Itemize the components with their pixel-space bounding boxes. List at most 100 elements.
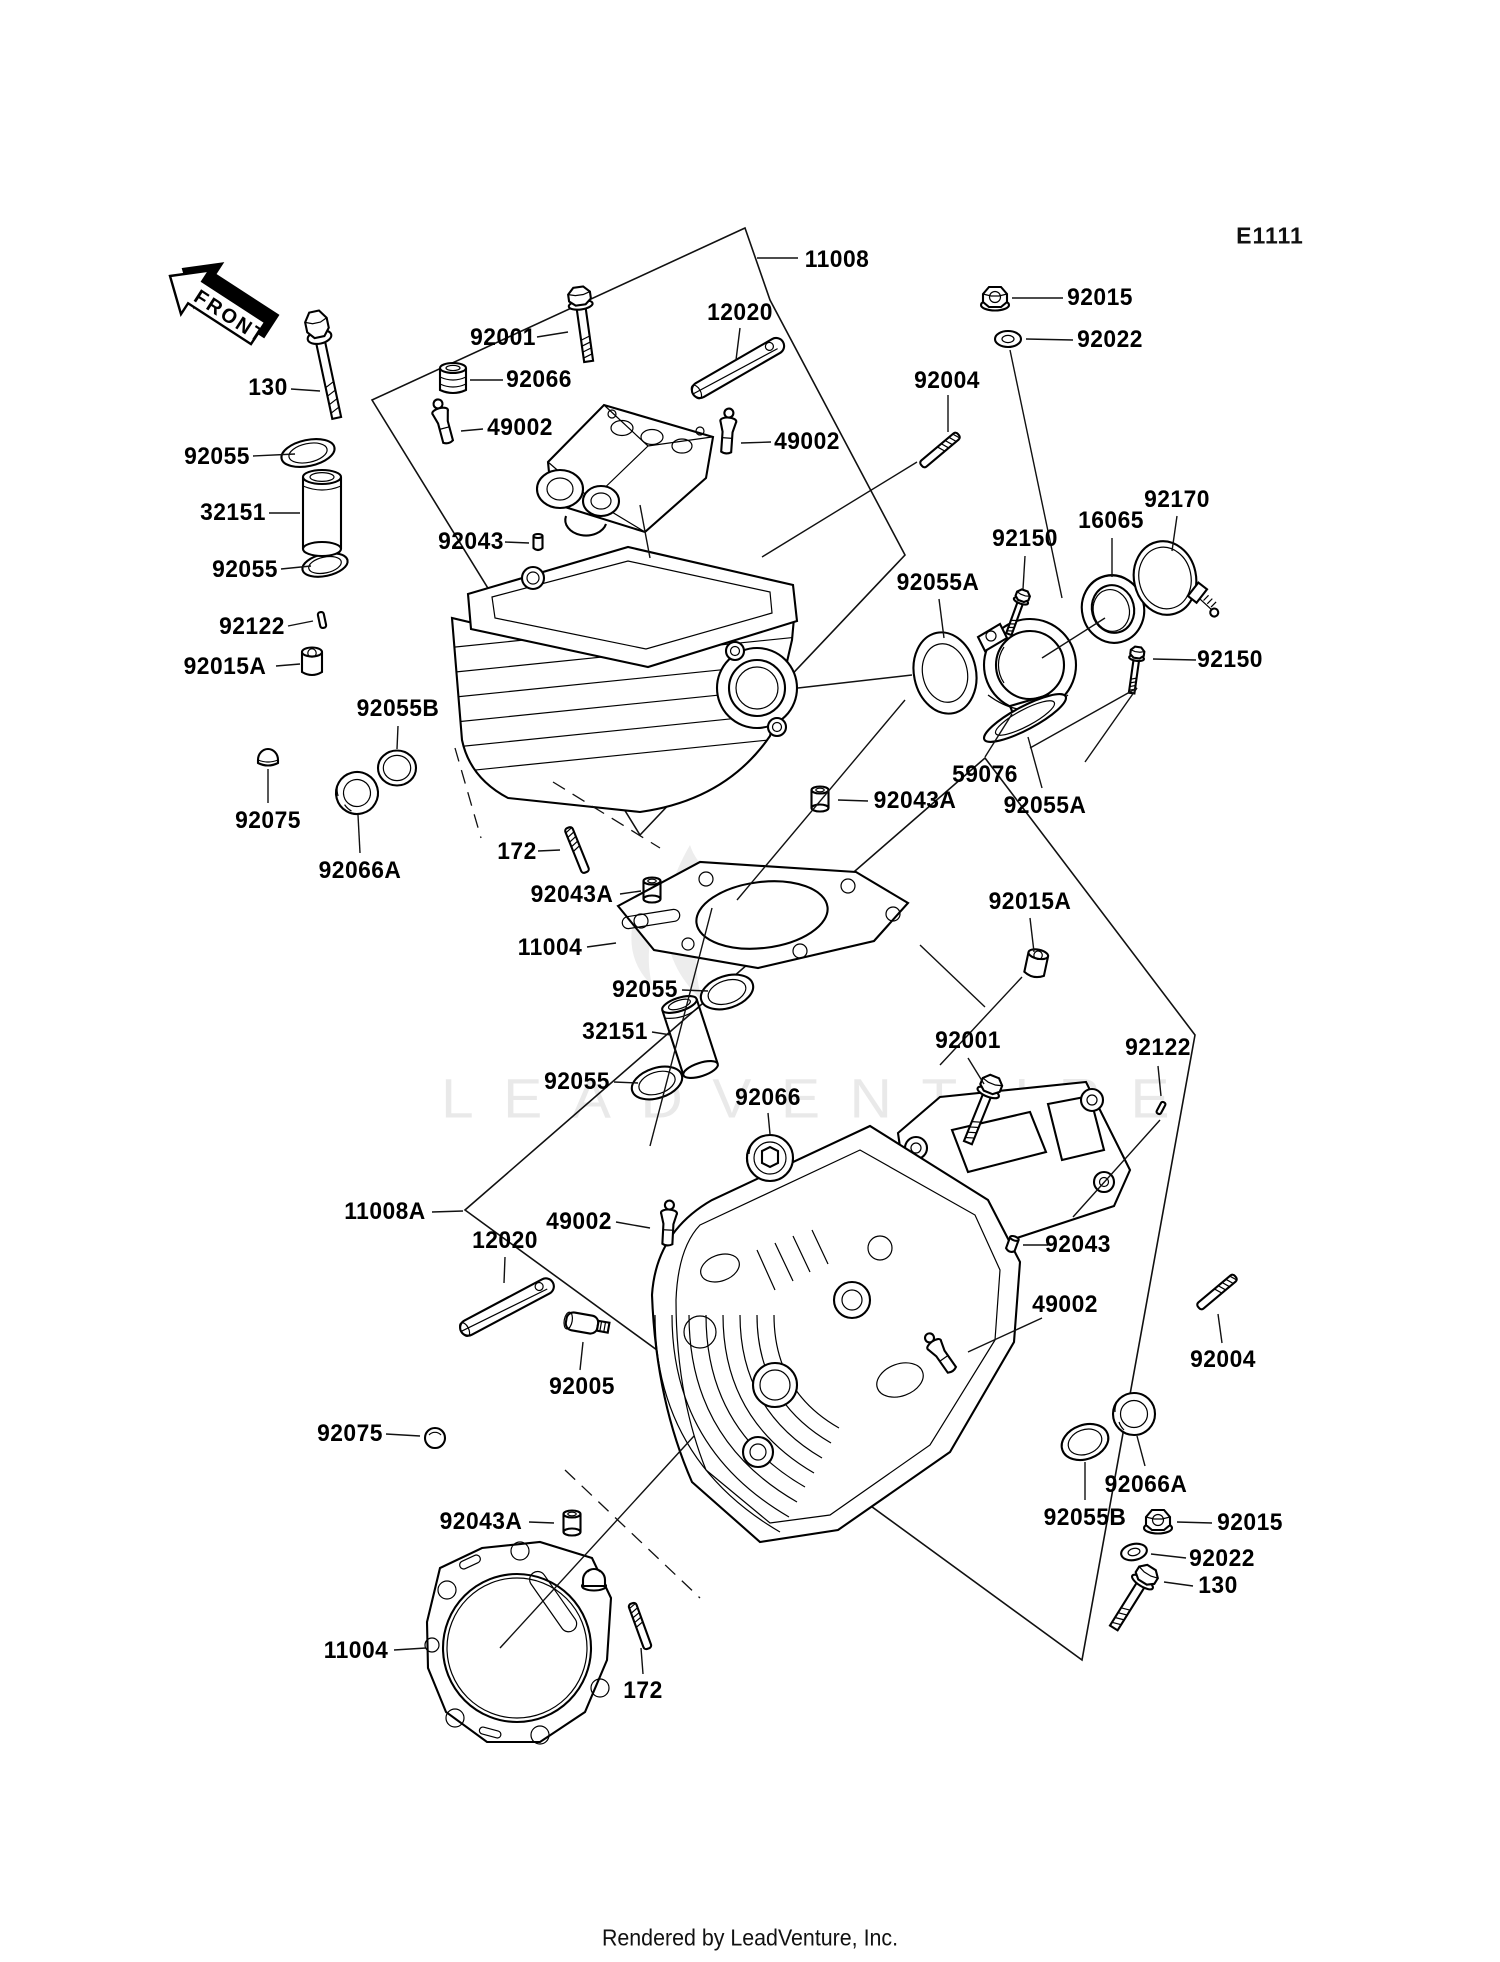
leader-line bbox=[797, 674, 913, 689]
part-label-11008A[interactable]: 11008A bbox=[344, 1198, 426, 1225]
part-label-92055A[interactable]: 92055A bbox=[896, 569, 980, 596]
part-label-92066[interactable]: 92066 bbox=[735, 1084, 801, 1111]
leader-line bbox=[938, 598, 945, 639]
leader-line bbox=[504, 541, 530, 544]
part-label-49002[interactable]: 49002 bbox=[774, 428, 840, 455]
cylinder-head-rear-drawing bbox=[652, 1126, 1020, 1542]
leader-line bbox=[681, 989, 709, 992]
part-label-92150[interactable]: 92150 bbox=[1197, 646, 1263, 673]
leader-line bbox=[639, 504, 651, 559]
leader-line bbox=[357, 814, 361, 854]
leader-line bbox=[1041, 617, 1106, 659]
leader-line bbox=[454, 747, 482, 839]
part-label-172[interactable]: 172 bbox=[497, 838, 537, 865]
part-label-11004[interactable]: 11004 bbox=[517, 934, 583, 961]
part-label-130[interactable]: 130 bbox=[1198, 1572, 1238, 1599]
part-label-130[interactable]: 130 bbox=[248, 374, 288, 401]
part-label-92043A[interactable]: 92043A bbox=[439, 1508, 523, 1535]
fiche-code: E1111 bbox=[1236, 222, 1304, 249]
part-label-92004[interactable]: 92004 bbox=[914, 367, 980, 394]
leader-line bbox=[579, 1341, 584, 1371]
part-label-12020[interactable]: 12020 bbox=[707, 299, 773, 326]
camshaft-cap-drawing bbox=[537, 405, 713, 536]
leader-line bbox=[1163, 1581, 1194, 1587]
part-label-92055B[interactable]: 92055B bbox=[1043, 1504, 1127, 1531]
part-label-92075[interactable]: 92075 bbox=[317, 1420, 383, 1447]
part-label-92055[interactable]: 92055 bbox=[612, 976, 678, 1003]
leader-line bbox=[552, 781, 661, 849]
part-label-11008[interactable]: 11008 bbox=[804, 246, 870, 273]
part-label-92122[interactable]: 92122 bbox=[219, 613, 285, 640]
leader-line bbox=[499, 1435, 695, 1649]
part-label-92022[interactable]: 92022 bbox=[1189, 1545, 1255, 1572]
part-label-49002[interactable]: 49002 bbox=[1032, 1291, 1098, 1318]
part-label-92015[interactable]: 92015 bbox=[1217, 1509, 1283, 1536]
leader-line bbox=[1150, 1553, 1187, 1559]
part-label-92055[interactable]: 92055 bbox=[544, 1068, 610, 1095]
leader-line bbox=[1157, 1065, 1162, 1097]
leader-line bbox=[619, 890, 642, 895]
part-label-92055A[interactable]: 92055A bbox=[1003, 792, 1087, 819]
part-label-92066A[interactable]: 92066A bbox=[1104, 1471, 1188, 1498]
leader-line bbox=[528, 1521, 555, 1524]
leader-line bbox=[1029, 917, 1035, 953]
part-label-92015[interactable]: 92015 bbox=[1067, 284, 1133, 311]
leader-line bbox=[967, 1057, 985, 1085]
part-label-92015A[interactable]: 92015A bbox=[183, 653, 267, 680]
part-label-92043[interactable]: 92043 bbox=[438, 528, 504, 555]
part-label-92043A[interactable]: 92043A bbox=[530, 881, 614, 908]
leader-line bbox=[1084, 687, 1138, 763]
part-label-92015A[interactable]: 92015A bbox=[988, 888, 1072, 915]
leader-line bbox=[396, 725, 399, 750]
leader-line bbox=[640, 1647, 644, 1675]
part-label-92001[interactable]: 92001 bbox=[470, 324, 536, 351]
part-label-92055[interactable]: 92055 bbox=[184, 443, 250, 470]
leader-line bbox=[290, 388, 321, 392]
part-label-92004[interactable]: 92004 bbox=[1190, 1346, 1256, 1373]
part-label-12020[interactable]: 12020 bbox=[472, 1227, 538, 1254]
part-label-92150[interactable]: 92150 bbox=[992, 525, 1058, 552]
part-label-92122[interactable]: 92122 bbox=[1125, 1034, 1191, 1061]
part-label-92005[interactable]: 92005 bbox=[549, 1373, 615, 1400]
part-label-172[interactable]: 172 bbox=[623, 1677, 663, 1704]
leader-line bbox=[536, 331, 569, 338]
part-label-92022[interactable]: 92022 bbox=[1077, 326, 1143, 353]
part-label-59076[interactable]: 59076 bbox=[952, 761, 1018, 788]
leader-line bbox=[275, 663, 301, 667]
part-label-32151[interactable]: 32151 bbox=[582, 1018, 648, 1045]
part-label-92066[interactable]: 92066 bbox=[506, 366, 572, 393]
part-label-92075[interactable]: 92075 bbox=[235, 807, 301, 834]
head-gasket-front-drawing bbox=[425, 1542, 611, 1744]
leader-line bbox=[393, 1647, 427, 1651]
leader-line bbox=[503, 1256, 506, 1284]
leader-line bbox=[1152, 658, 1197, 661]
part-label-92043[interactable]: 92043 bbox=[1045, 1231, 1111, 1258]
part-label-92001[interactable]: 92001 bbox=[935, 1027, 1001, 1054]
leader-line bbox=[837, 799, 869, 802]
part-label-49002[interactable]: 49002 bbox=[546, 1208, 612, 1235]
part-label-92066A[interactable]: 92066A bbox=[318, 857, 402, 884]
part-label-92043A[interactable]: 92043A bbox=[873, 787, 957, 814]
leader-line bbox=[613, 1081, 639, 1084]
part-label-16065[interactable]: 16065 bbox=[1078, 507, 1144, 534]
part-label-11004[interactable]: 11004 bbox=[323, 1637, 389, 1664]
leader-line bbox=[649, 907, 713, 1147]
leader-line bbox=[431, 1210, 464, 1213]
part-label-92055B[interactable]: 92055B bbox=[356, 695, 440, 722]
part-label-92055[interactable]: 92055 bbox=[212, 556, 278, 583]
leader-line bbox=[460, 428, 484, 432]
leader-line bbox=[1171, 515, 1178, 552]
leader-line bbox=[761, 461, 918, 558]
footer-credit: Rendered by LeadVenture, Inc. bbox=[601, 1924, 899, 1951]
cylinder-head-front-drawing bbox=[446, 547, 798, 812]
leader-line bbox=[967, 1317, 1043, 1353]
part-label-49002[interactable]: 49002 bbox=[487, 414, 553, 441]
part-label-32151[interactable]: 32151 bbox=[200, 499, 266, 526]
part-label-92170[interactable]: 92170 bbox=[1144, 486, 1210, 513]
leader-line bbox=[919, 944, 986, 1008]
leader-line bbox=[1072, 1119, 1161, 1218]
leader-line bbox=[1176, 1521, 1213, 1524]
